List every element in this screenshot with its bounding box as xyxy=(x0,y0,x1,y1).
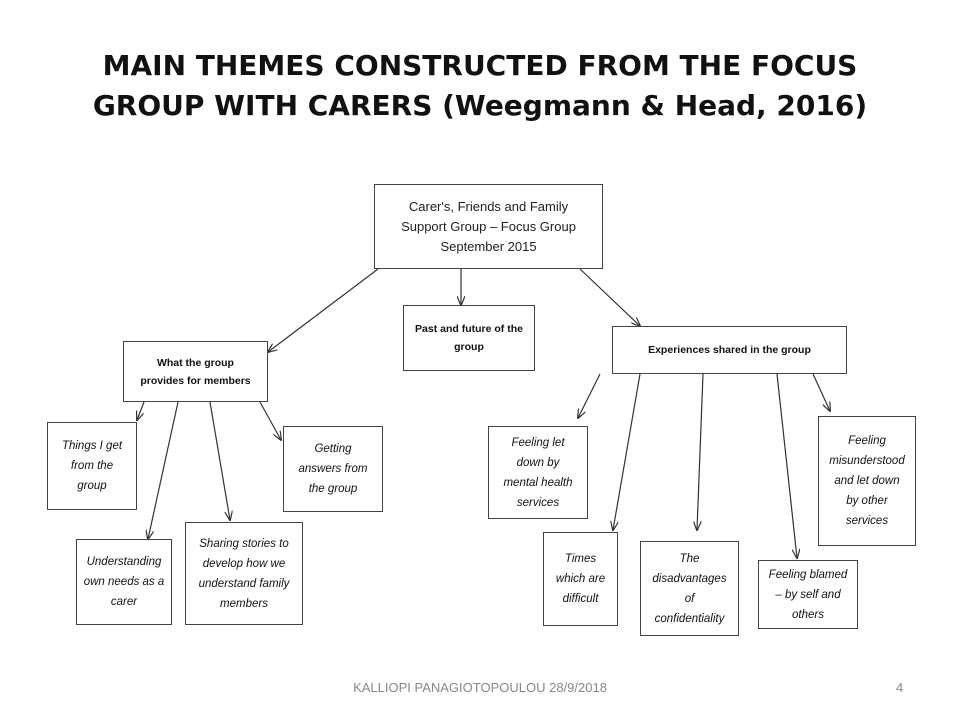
arrow-right-to-times xyxy=(613,373,641,530)
branch-node-what-the-group-provides: What the group provides for members xyxy=(123,341,268,402)
slide-title-line-1: MAIN THEMES CONSTRUCTED FROM THE FOCUS xyxy=(102,49,858,82)
arrow-left-to-things xyxy=(137,401,145,420)
arrow-right-to-disadvantages xyxy=(697,373,704,530)
leaf-node-understanding-own-needs: Understanding own needs as a carer xyxy=(76,539,172,625)
branch-node-past-and-future: Past and future of the group xyxy=(403,305,535,371)
arrow-left-to-sharing xyxy=(209,401,230,520)
arrow-root-to-left xyxy=(268,268,379,352)
leaf-node-getting-answers: Getting answers from the group xyxy=(283,426,383,512)
root-node-focus-group: Carer's, Friends and Family Support Grou… xyxy=(374,184,603,269)
slide-title: MAIN THEMES CONSTRUCTED FROM THE FOCUS G… xyxy=(0,46,960,126)
footer-author-date: KALLIOPI PANAGIOTOPOULOU 28/9/2018 xyxy=(353,680,607,695)
arrow-left-to-getting xyxy=(259,401,281,440)
leaf-node-feeling-let-down: Feeling let down by mental health servic… xyxy=(488,426,588,519)
branch-node-experiences-shared: Experiences shared in the group xyxy=(612,326,847,374)
arrow-right-to-feeling-let-down xyxy=(578,373,601,418)
leaf-node-sharing-stories: Sharing stories to develop how we unders… xyxy=(185,522,303,625)
arrow-left-to-understanding xyxy=(148,401,179,539)
arrow-right-to-blamed xyxy=(776,373,797,558)
leaf-node-feeling-misunderstood: Feeling misunderstood and let down by ot… xyxy=(818,416,916,546)
arrow-root-to-right xyxy=(579,268,640,326)
leaf-node-things-i-get: Things I get from the group xyxy=(47,422,137,510)
leaf-node-feeling-blamed: Feeling blamed – by self and others xyxy=(758,560,858,629)
leaf-node-disadvantages-of-confidentiality: The disadvantages of confidentiality xyxy=(640,541,739,636)
slide-title-line-2: GROUP WITH CARERS (Weegmann & Head, 2016… xyxy=(92,89,868,122)
page-number: 4 xyxy=(896,680,904,695)
arrow-right-to-misunderstood xyxy=(812,373,830,411)
leaf-node-times-difficult: Times which are difficult xyxy=(543,532,618,626)
